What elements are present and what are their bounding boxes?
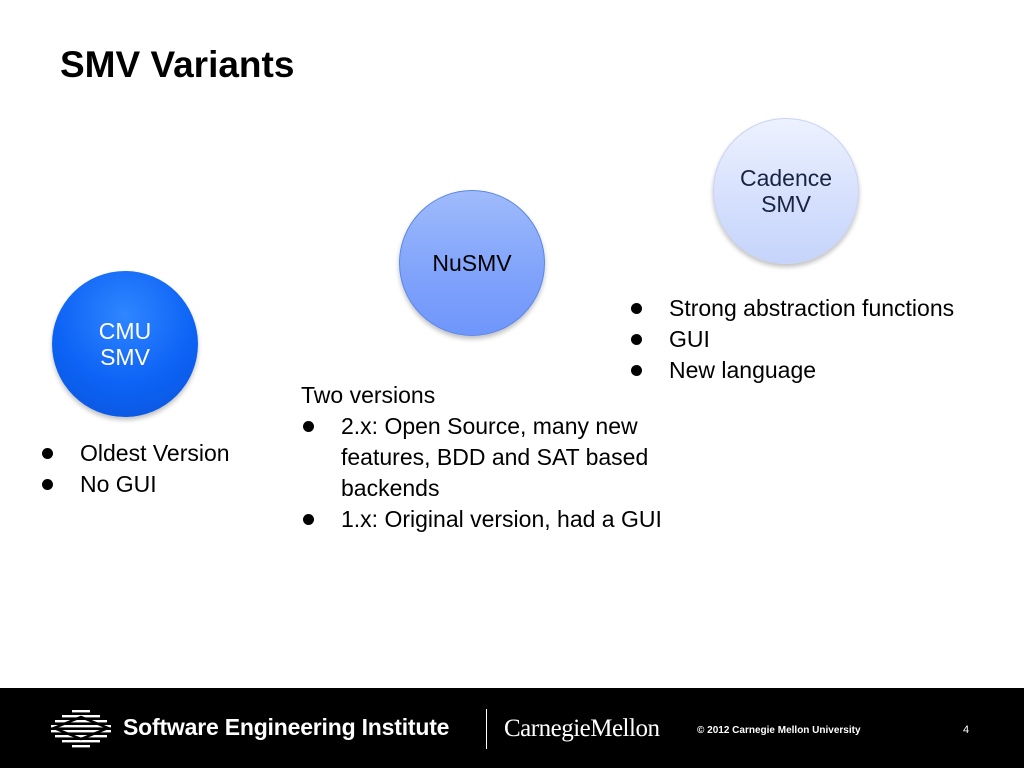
- slide-title: SMV Variants: [60, 44, 295, 85]
- cmu-smv-bullets: Oldest Version No GUI: [40, 438, 300, 500]
- cadence-circle-line2: SMV: [761, 191, 811, 217]
- institute-name: Software Engineering Institute: [123, 714, 450, 740]
- sei-logo-icon: [50, 710, 112, 748]
- nusmv-circle-label: NuSMV: [432, 250, 512, 276]
- cadence-smv-circle: Cadence SMV: [713, 118, 859, 264]
- list-item: New language: [629, 355, 1019, 386]
- cadence-circle-line1: Cadence: [739, 165, 833, 191]
- cmu-circle-line1: CMU: [98, 318, 152, 344]
- nusmv-lead-text: Two versions: [301, 382, 436, 408]
- page-number: 4: [963, 724, 970, 736]
- university-name: CarnegieMellon: [504, 715, 660, 742]
- footer-divider: [486, 709, 487, 749]
- list-item: 2.x: Open Source, many new features, BDD…: [301, 411, 691, 504]
- list-item: No GUI: [40, 469, 300, 500]
- list-item: GUI: [629, 324, 1019, 355]
- list-item: Oldest Version: [40, 438, 300, 469]
- cmu-smv-circle: CMU SMV: [52, 271, 198, 417]
- list-item: 1.x: Original version, had a GUI: [301, 504, 691, 535]
- nusmv-circle: NuSMV: [399, 190, 545, 336]
- cadence-smv-bullets: Strong abstraction functions GUI New lan…: [629, 293, 1019, 386]
- nusmv-bullets: 2.x: Open Source, many new features, BDD…: [301, 411, 691, 535]
- list-item: Strong abstraction functions: [629, 293, 1019, 324]
- nusmv-description: Two versions 2.x: Open Source, many new …: [301, 380, 691, 535]
- copyright-text: © 2012 Carnegie Mellon University: [697, 725, 861, 736]
- footer-bar: Software Engineering Institute CarnegieM…: [0, 688, 1024, 768]
- cmu-circle-line2: SMV: [100, 344, 150, 370]
